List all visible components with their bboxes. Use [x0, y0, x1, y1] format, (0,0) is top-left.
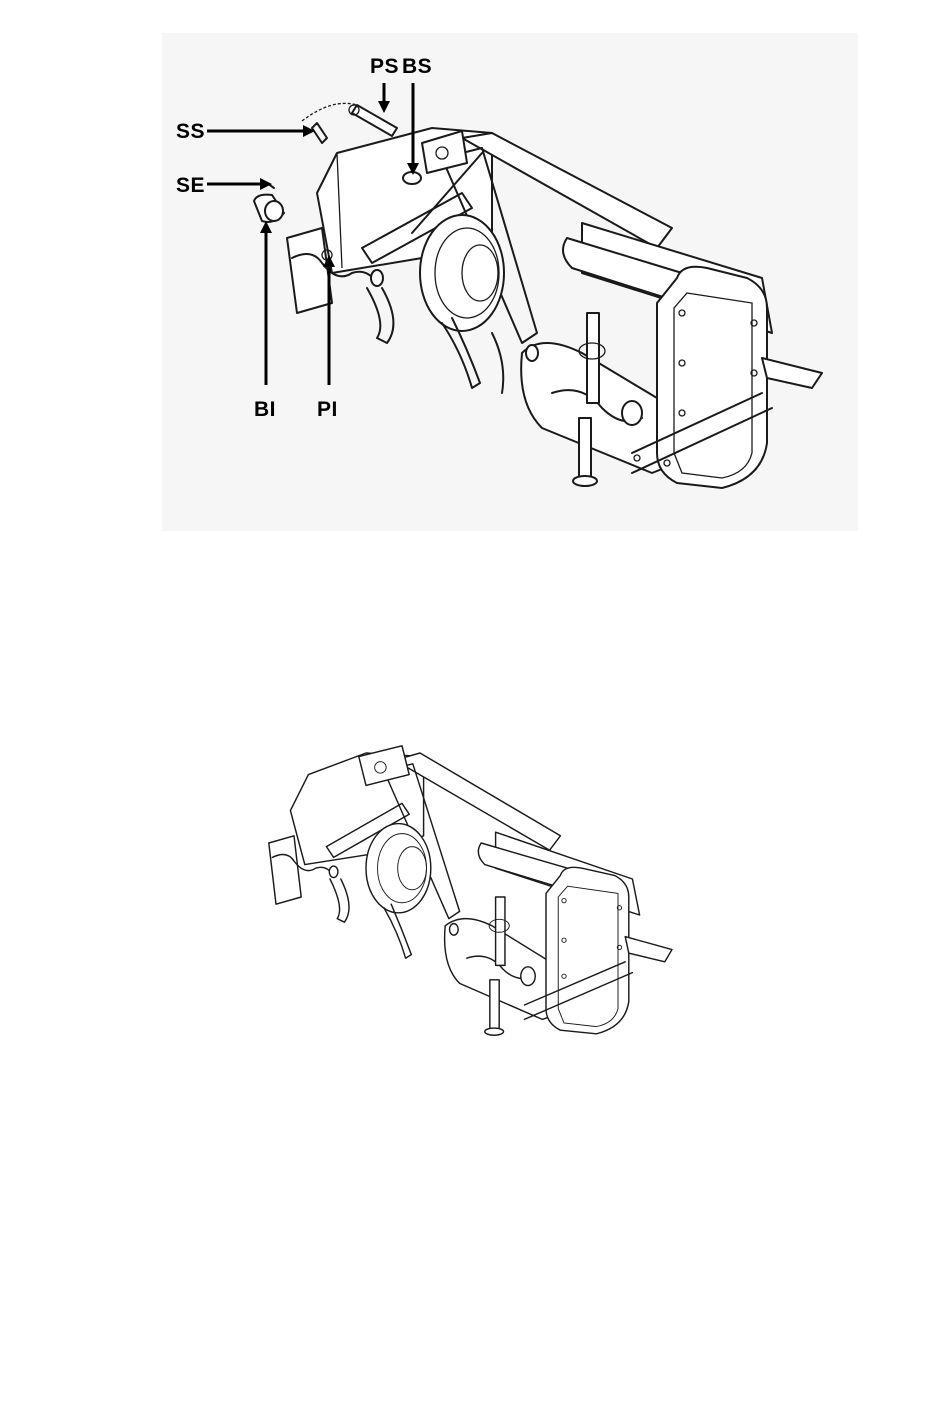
callout-label-bi: BI — [254, 398, 276, 422]
callout-label-ps: PS — [370, 55, 399, 79]
top-figure-panel: PS BS SS SE BI PI — [162, 33, 858, 531]
tiller-body — [287, 128, 822, 488]
callout-label-pi: PI — [317, 398, 338, 422]
callout-label-se: SE — [176, 174, 205, 198]
rotary-tiller-assembled-drawing — [268, 735, 768, 1100]
rotary-tiller-exploded-drawing — [162, 33, 858, 531]
callout-label-bs: BS — [402, 55, 432, 79]
bottom-figure-panel — [268, 735, 768, 1100]
callout-label-ss: SS — [176, 120, 205, 144]
